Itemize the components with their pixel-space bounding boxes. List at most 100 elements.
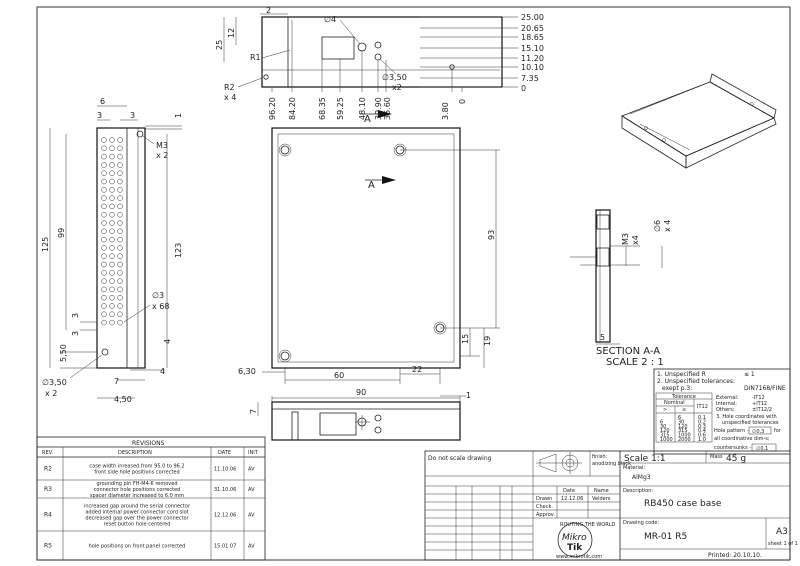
section-label-a1: A: [364, 114, 371, 125]
revision-description: added internal power connector cord slot: [85, 510, 188, 516]
vent-hole: [117, 278, 123, 284]
top-view-cutout: [321, 36, 355, 60]
vent-hole: [117, 228, 123, 235]
mass-value: 45 g: [726, 454, 746, 464]
section-m3: M3: [621, 233, 630, 245]
section-scale: SCALE 2 : 1: [606, 357, 664, 368]
revisions-title: REVISIONS: [132, 440, 165, 447]
front-dim-93: 93: [487, 230, 496, 240]
revision-description: increased gap around the serial connecto…: [84, 504, 191, 510]
revision-number: R4: [44, 512, 52, 519]
tolerance-cell: 30: [660, 424, 666, 430]
dim-right-5: 10.10: [521, 63, 544, 72]
revision-number: R3: [44, 486, 52, 493]
note-3-left: exept p.3:: [662, 385, 692, 392]
front-dim-60: 60: [334, 371, 344, 380]
section-a-a: M3 x4 ∅6 x 4 5 SECTION A-A SCALE 2 : 1: [570, 209, 672, 368]
tolerance-cell: 0.3: [698, 424, 706, 430]
vent-hole: [101, 319, 107, 326]
iso-side-wall: [685, 117, 777, 169]
side-dim-4a: 4: [163, 339, 172, 344]
tolerance-cell: 30: [678, 419, 684, 425]
section-phi6: ∅6: [653, 220, 662, 232]
vent-hole: [117, 270, 123, 276]
printed-date: Printed: 20.10.10.: [708, 552, 762, 559]
vent-hole: [117, 245, 123, 251]
tolerance-cell: 1.0: [698, 437, 706, 443]
tolerance-cell: 0.4: [698, 428, 706, 434]
date-header: Date: [563, 488, 575, 494]
revision-description: spacer diameter increased to 6.0 mm: [90, 493, 184, 499]
dim-bottom-2: 68.35: [318, 97, 327, 120]
side-view-outline: [96, 127, 146, 369]
tolerance-cell: 120: [660, 428, 670, 434]
dim-bottom-0: 96.20: [268, 97, 277, 120]
vent-hole: [109, 270, 115, 276]
rev-hdr-desc: DESCRIPTION: [118, 450, 152, 456]
tol-external-val: -IT12: [752, 395, 765, 401]
rev-hdr-date: DATE: [218, 450, 231, 456]
note-1-right: ≤ 1: [744, 371, 755, 378]
dim-12: 12: [227, 28, 236, 38]
section-spacer-top: [596, 214, 610, 230]
side-dim-1: 1: [174, 113, 183, 118]
front-view-outline: [271, 127, 461, 369]
vent-hole: [101, 261, 107, 268]
tolerance-cell: 1000: [660, 437, 673, 443]
vent-hole: [101, 145, 107, 152]
label-r1: R1: [250, 53, 261, 62]
bottom-view-cutout: [319, 412, 357, 436]
revision-description: case width inreased from 95.0 to 96.2: [89, 464, 184, 470]
revision-date: 31.10.06: [214, 487, 236, 493]
vent-hole: [101, 153, 107, 160]
tol-header: Tolerance: [671, 394, 696, 400]
bottom-dim-90: 90: [356, 388, 366, 397]
drawing-code-value: MR-01 R5: [644, 532, 687, 542]
vent-hole: [117, 195, 123, 201]
bottom-dim-1: 1: [466, 391, 471, 400]
revision-number: R5: [44, 543, 52, 550]
vent-hole: [101, 178, 107, 185]
vent-hole: [109, 220, 115, 226]
top-view-hole-a: [374, 41, 382, 49]
tolerance-cell: 0.2: [698, 419, 706, 425]
dim-right-3: 15.10: [521, 44, 544, 53]
tol-internal-val: +IT12: [752, 401, 767, 407]
iso-wall: [621, 115, 687, 169]
vent-hole: [101, 162, 107, 168]
front-view: A A 93 15 19 6,30 60 22: [238, 110, 500, 384]
tolerance-cell: 1000: [678, 433, 691, 439]
vent-hole: [117, 236, 123, 243]
dim-bottom-5: 39.90: [374, 97, 383, 120]
revision-description: decreased gap over the power connector: [85, 516, 189, 522]
vent-hole: [117, 145, 123, 152]
bottom-dim-7: 7: [249, 409, 258, 414]
material-value: AlMg3: [632, 474, 651, 481]
material-label: Material:: [623, 465, 645, 471]
vent-hole: [101, 195, 107, 201]
note-1-left: 1. Unspecified R: [657, 371, 706, 378]
drawn-date: 12.12.06: [561, 496, 583, 502]
finish-value: anodizing black: [592, 461, 631, 467]
top-view-outline: [261, 16, 503, 88]
vent-hole: [117, 286, 123, 293]
vent-hole: [109, 261, 115, 268]
mikrotik-logo: ROUTING THE WORLD Mikro Tik www.mikrotik…: [556, 522, 616, 560]
label-phi350: ∅3,50: [382, 73, 407, 82]
tolerance-cell: 2000: [678, 437, 691, 443]
vent-hole: [117, 137, 123, 143]
tol-others-val: ±IT12/2: [752, 407, 772, 413]
vent-hole: [109, 294, 115, 301]
bottom-view-slot: [291, 411, 299, 441]
side-dim-123: 123: [174, 243, 183, 258]
top-view: 25.00 20.65 18.65 15.10 11.20 10.10 7.35…: [215, 6, 544, 120]
vent-hole: [109, 228, 115, 235]
label-phi4: ∅4: [324, 15, 336, 24]
label-r2: R2: [224, 83, 235, 92]
logo-bottom: www.mikrotik.com: [556, 554, 602, 560]
side-dim-99: 99: [57, 228, 66, 238]
dim-bottom-4: 48.10: [358, 97, 367, 120]
check-label: Check.: [536, 504, 553, 510]
